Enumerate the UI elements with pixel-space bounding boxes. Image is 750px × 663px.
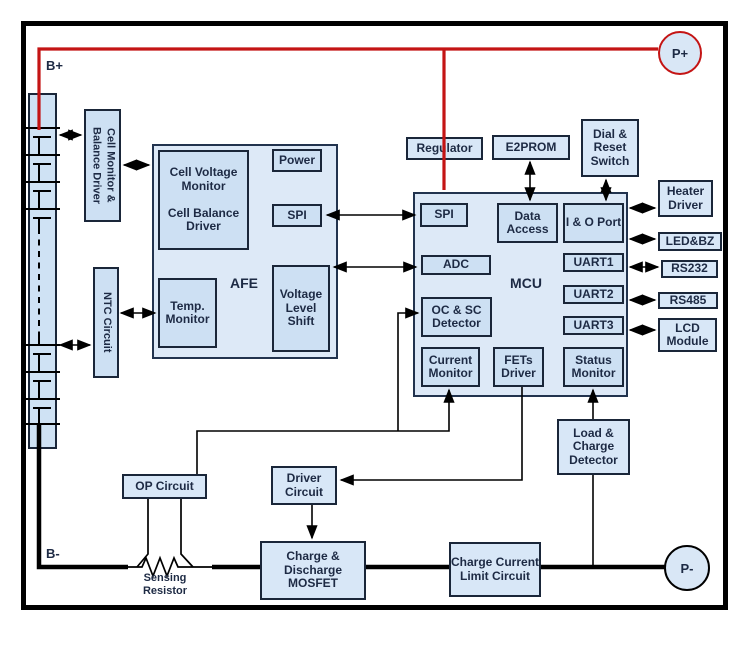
op-circuit-label: OP Circuit [135,478,194,493]
heater-driver-label: Heater Driver [666,184,705,212]
ntc-circuit-label: NTC Circuit [100,292,113,353]
uart1-label: UART1 [573,254,614,269]
uart2-box: UART2 [563,285,624,304]
cell-monitor-balance-driver-box: Cell Monitor & Balance Driver [84,109,121,222]
charge-current-limit-label: Charge Current Limit Circuit [451,555,540,583]
diagram-frame [21,21,728,610]
ntc-circuit-box: NTC Circuit [93,267,119,378]
afe-spi-box: SPI [272,204,322,227]
regulator-label: Regulator [416,140,473,155]
status-monitor-box: Status Monitor [563,347,624,387]
charge-discharge-mosfet-box: Charge & Discharge MOSFET [260,541,366,600]
uart1-box: UART1 [563,253,624,272]
e2prom-label: E2PROM [505,139,557,154]
fets-driver-box: FETs Driver [493,347,544,387]
led-bz-label: LED&BZ [665,233,715,248]
data-access-label: Data Access [506,208,549,236]
cell-voltage-monitor-label: Cell Voltage Monitor [169,165,238,193]
temp-monitor-box: Temp. Monitor [158,278,217,348]
mcu-spi-box: SPI [420,203,468,227]
load-charge-detector-label: Load & Charge Detector [569,425,618,467]
mcu-spi-label: SPI [434,207,454,222]
b-minus-label: B- [46,546,60,561]
mcu-title: MCU [510,275,542,291]
rs232-box: RS232 [661,260,718,278]
cell-monitor-balance-driver-label: Cell Monitor & Balance Driver [90,126,117,205]
status-monitor-label: Status Monitor [571,352,616,380]
dial-reset-switch-box: Dial & Reset Switch [581,119,639,177]
p-minus-terminal: P- [664,545,710,591]
charge-current-limit-box: Charge Current Limit Circuit [449,542,541,597]
fets-driver-label: FETs Driver [501,352,536,380]
driver-circuit-label: Driver Circuit [284,471,323,499]
cell-voltage-monitor-box: Cell Voltage Monitor Cell Balance Driver [158,150,249,250]
afe-power-box: Power [272,149,322,172]
dial-reset-switch-label: Dial & Reset Switch [590,126,630,168]
b-plus-label: B+ [46,58,63,73]
uart3-label: UART3 [573,317,614,332]
rs485-box: RS485 [658,292,718,309]
charge-discharge-mosfet-label: Charge & Discharge MOSFET [283,549,343,591]
battery-pack [28,93,57,449]
temp-monitor-label: Temp. Monitor [165,298,210,326]
sensing-resistor-label: Sensing Resistor [142,572,188,598]
p-minus-label: P- [680,560,694,576]
data-access-box: Data Access [497,203,558,243]
voltage-level-shift-box: Voltage Level Shift [272,265,330,352]
oc-sc-detector-label: OC & SC Detector [431,302,482,330]
regulator-box: Regulator [406,137,483,160]
lcd-module-box: LCD Module [658,318,717,352]
uart2-label: UART2 [573,286,614,301]
afe-title: AFE [230,275,258,291]
heater-driver-box: Heater Driver [658,180,713,217]
e2prom-box: E2PROM [492,135,570,160]
p-plus-terminal: P+ [658,31,702,75]
uart3-box: UART3 [563,316,624,335]
rs485-label: RS485 [669,292,707,307]
io-port-box: I & O Port [563,203,624,243]
p-plus-label: P+ [671,45,689,61]
afe-spi-label: SPI [287,207,307,222]
rs232-label: RS232 [671,261,708,276]
op-circuit-box: OP Circuit [122,474,207,499]
adc-box: ADC [421,255,491,275]
driver-circuit-box: Driver Circuit [271,466,337,505]
led-bz-box: LED&BZ [658,232,722,251]
afe-power-label: Power [278,152,315,167]
adc-label: ADC [443,257,469,272]
current-monitor-label: Current Monitor [428,352,473,380]
lcd-module-label: LCD Module [666,320,709,348]
current-monitor-box: Current Monitor [421,347,480,387]
voltage-level-shift-label: Voltage Level Shift [279,287,323,329]
cell-balance-driver-label: Cell Balance Driver [167,206,240,234]
oc-sc-detector-box: OC & SC Detector [421,297,492,337]
io-port-label: I & O Port [565,215,622,230]
load-charge-detector-box: Load & Charge Detector [557,419,630,475]
